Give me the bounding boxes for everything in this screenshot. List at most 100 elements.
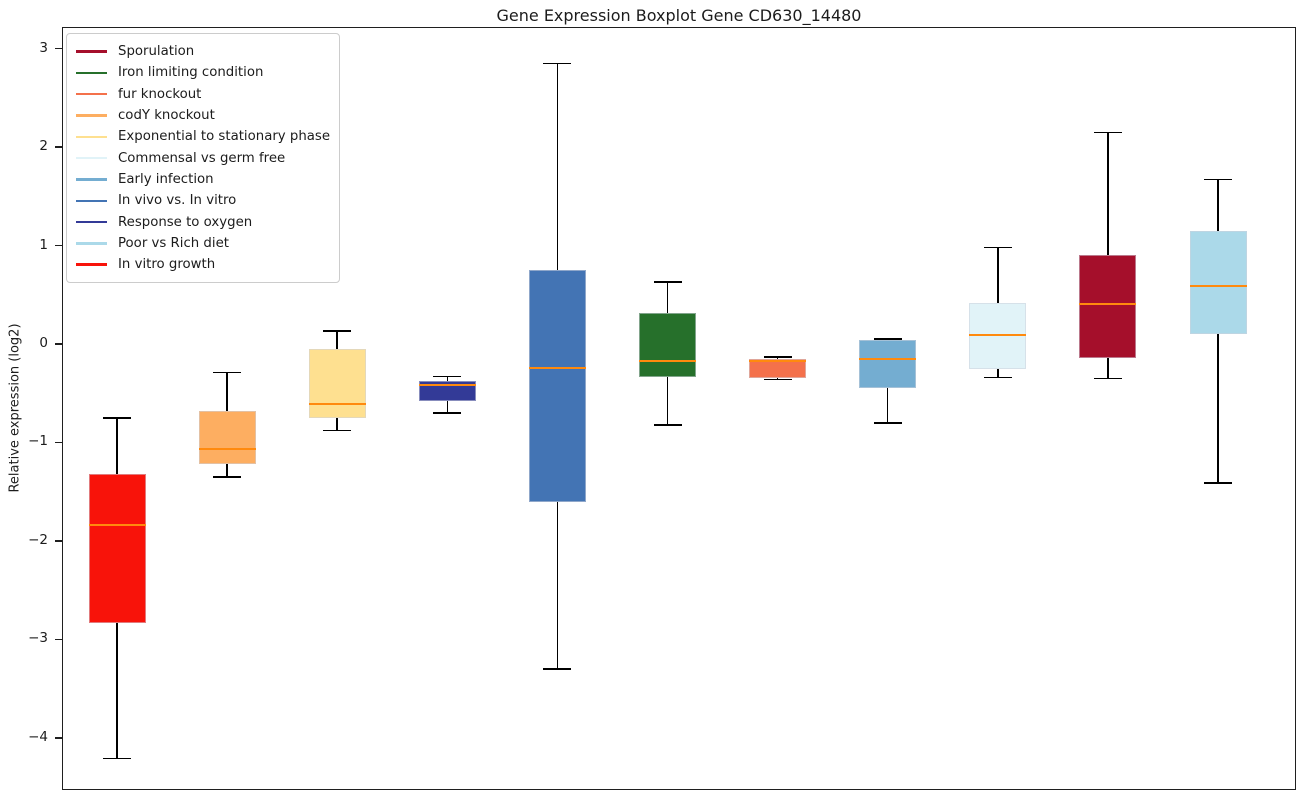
legend-row: Iron limiting condition — [76, 62, 330, 83]
legend-row: Sporulation — [76, 41, 330, 62]
whisker-cap-top — [433, 375, 462, 378]
legend-row: Early infection — [76, 169, 330, 190]
legend-swatch — [76, 50, 107, 53]
box-rect — [528, 270, 586, 502]
whisker-cap-bottom — [213, 476, 242, 478]
legend-swatch — [76, 114, 107, 117]
legend-row: In vivo vs. In vitro — [76, 190, 330, 211]
ytick-label: 2 — [39, 138, 48, 155]
whisker-cap-bottom — [1204, 482, 1232, 484]
legend-label: In vivo vs. In vitro — [118, 193, 237, 209]
legend-label: Commensal vs germ free — [118, 150, 286, 166]
legend-label: fur knockout — [118, 86, 202, 102]
box-rect — [198, 410, 256, 465]
ytick-mark — [55, 146, 62, 148]
ytick-mark — [55, 737, 62, 739]
whisker-lower — [336, 417, 338, 431]
box-rect — [749, 358, 807, 379]
whisker-cap-top — [543, 62, 572, 65]
whisker-cap-top — [983, 246, 1012, 249]
whisker-upper — [776, 356, 779, 359]
whisker-cap-top — [763, 356, 792, 358]
ytick-label: −2 — [28, 531, 48, 548]
box-rect — [859, 340, 917, 389]
legend-label: Sporulation — [118, 44, 195, 60]
legend-label: Exponential to stationary phase — [118, 129, 331, 145]
whisker-cap-bottom — [103, 757, 131, 760]
whisker-cap-bottom — [1093, 377, 1122, 380]
ytick-mark — [55, 47, 62, 50]
whisker-cap-bottom — [983, 376, 1012, 379]
legend-row: Exponential to stationary phase — [76, 126, 330, 147]
whisker-cap-top — [1093, 131, 1122, 134]
ytick-label: 0 — [39, 335, 48, 351]
box-rect — [639, 312, 696, 378]
median-line — [1189, 284, 1247, 287]
legend-swatch — [76, 135, 107, 139]
chart-title: Gene Expression Boxplot Gene CD630_14480 — [496, 6, 862, 25]
whisker-upper — [336, 331, 338, 349]
median-line — [859, 357, 917, 360]
whisker-lower — [556, 501, 559, 669]
legend-row: codY knockout — [76, 105, 330, 126]
whisker-upper — [226, 372, 228, 411]
legend-label: codY knockout — [118, 108, 215, 124]
ytick-label: 3 — [39, 39, 48, 56]
whisker-lower — [116, 622, 118, 759]
legend-label: Early infection — [118, 171, 214, 187]
legend-swatch — [76, 263, 107, 266]
ytick-label: 1 — [39, 236, 48, 253]
whisker-upper — [556, 63, 559, 271]
whisker-lower — [666, 377, 669, 425]
whisker-cap-top — [103, 417, 131, 419]
whisker-cap-bottom — [323, 429, 352, 432]
legend-row: Poor vs Rich diet — [76, 233, 330, 254]
box-rect — [1079, 255, 1137, 358]
median-line — [749, 359, 807, 362]
median-line — [639, 359, 696, 362]
whisker-upper — [446, 376, 449, 382]
legend-label: Iron limiting condition — [118, 65, 264, 81]
median-line — [1079, 302, 1137, 305]
legend-label: Poor vs Rich diet — [118, 235, 229, 251]
median-line — [198, 448, 256, 451]
ytick-label: −4 — [28, 728, 48, 745]
legend-row: Commensal vs germ free — [76, 147, 330, 168]
median-line — [308, 402, 366, 406]
legend-swatch — [76, 71, 107, 75]
legend-swatch — [76, 156, 107, 160]
whisker-lower — [1217, 334, 1219, 483]
legend-swatch — [76, 93, 107, 96]
whisker-lower — [997, 368, 999, 378]
ytick-mark — [55, 540, 62, 542]
whisker-cap-top — [1204, 178, 1232, 181]
median-line — [528, 366, 586, 369]
whisker-lower — [446, 401, 449, 413]
whisker-cap-bottom — [873, 421, 902, 424]
legend-row: In vitro growth — [76, 254, 330, 275]
legend-row: Response to oxygen — [76, 211, 330, 232]
whisker-cap-bottom — [543, 668, 572, 670]
legend-swatch — [76, 178, 107, 181]
box-rect — [1189, 230, 1247, 335]
whisker-lower — [1107, 357, 1109, 379]
whisker-cap-top — [323, 330, 352, 332]
ytick-mark — [55, 343, 62, 345]
ytick-label: −3 — [28, 630, 48, 647]
ytick-mark — [55, 441, 62, 444]
box-rect — [308, 348, 366, 418]
ytick-mark — [55, 638, 62, 641]
whisker-cap-top — [873, 338, 902, 340]
whisker-cap-bottom — [433, 412, 462, 414]
legend-label: Response to oxygen — [118, 214, 253, 230]
legend-swatch — [76, 242, 107, 245]
legend-swatch — [76, 199, 107, 202]
whisker-lower — [886, 388, 889, 423]
whisker-cap-bottom — [653, 423, 682, 426]
whisker-cap-top — [213, 371, 242, 374]
legend-row: fur knockout — [76, 84, 330, 105]
whisker-cap-bottom — [763, 378, 792, 381]
median-line — [88, 524, 146, 527]
